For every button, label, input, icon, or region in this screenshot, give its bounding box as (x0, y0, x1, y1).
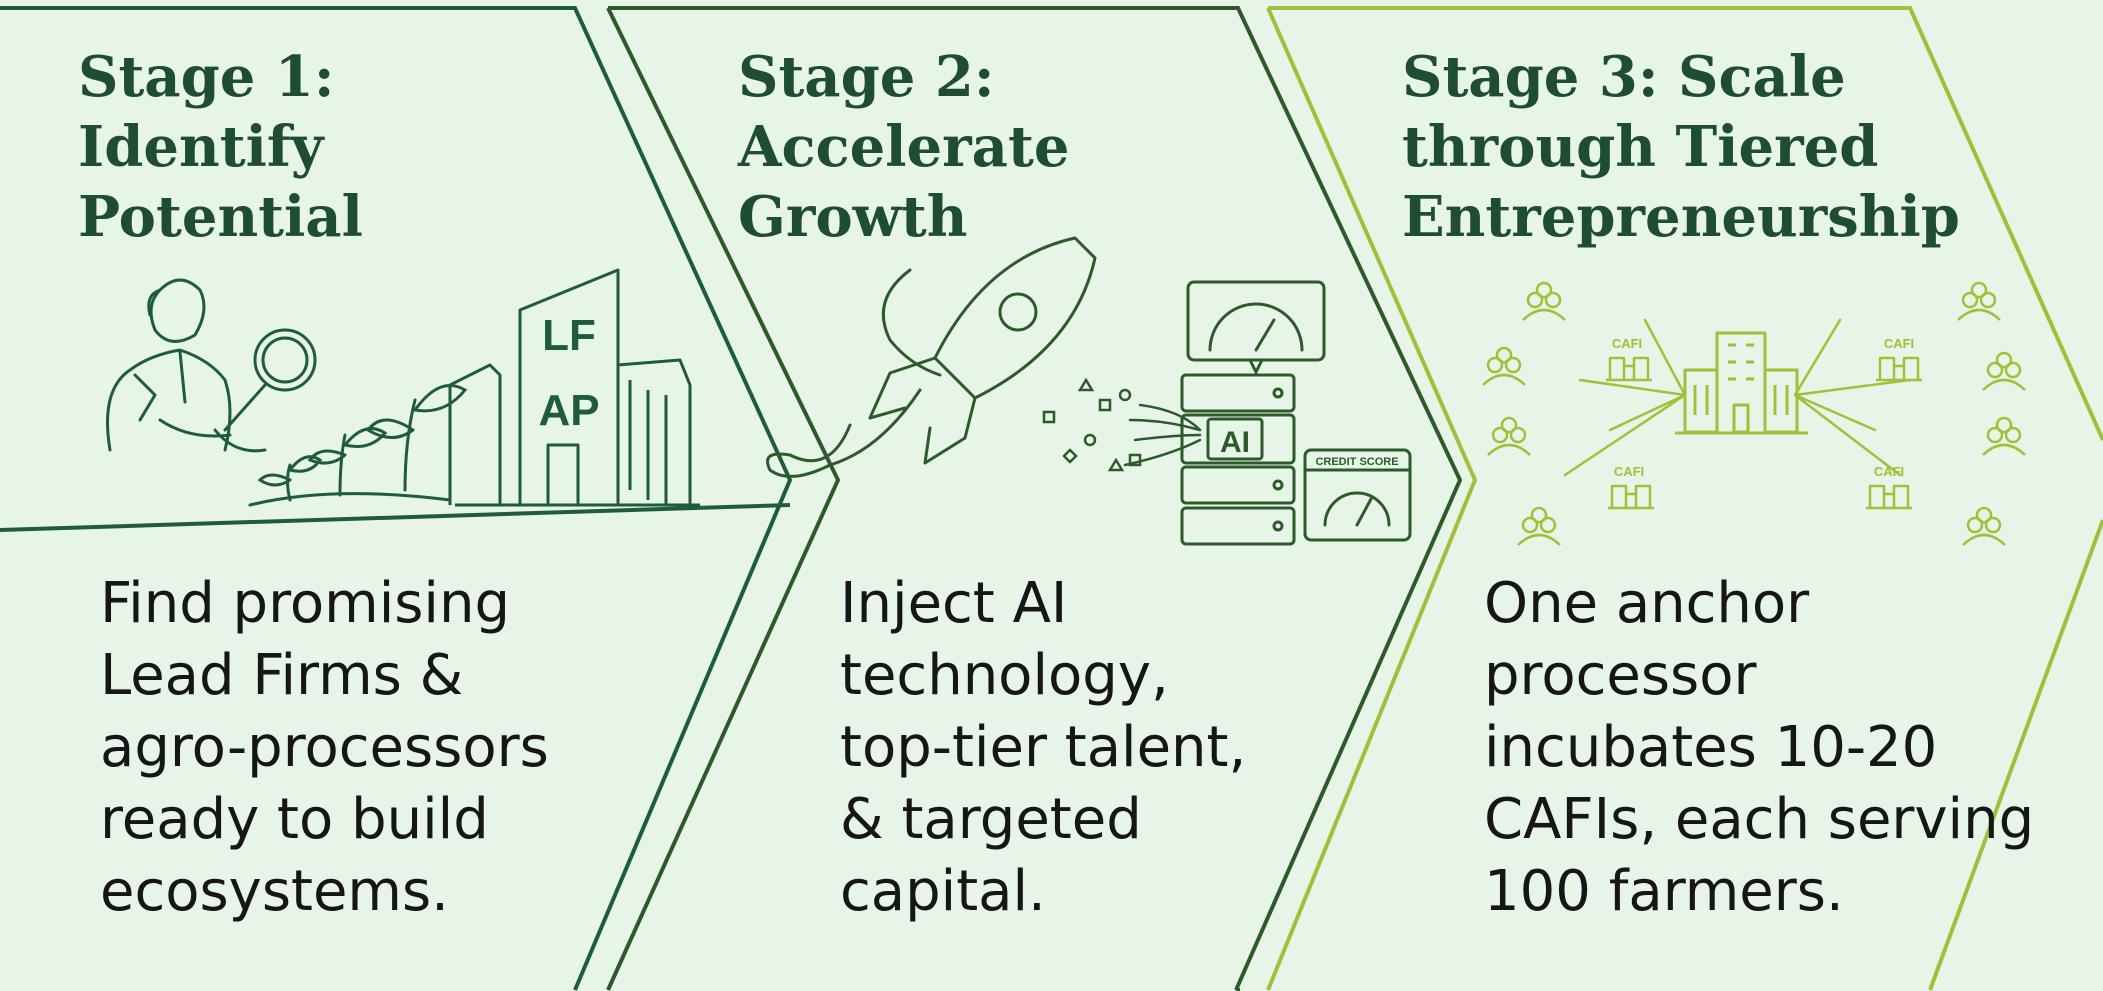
lead-firm-building-icon: LF AP (448, 268, 700, 507)
stage3-title-line: Stage 3: Scale (1402, 44, 1846, 110)
stage3-title-line: through Tiered (1402, 114, 1879, 180)
stage2-description: Inject AI technology, top-tier talent, &… (840, 568, 1246, 928)
stage3-description: One anchor processor incubates 10-20 CAF… (1484, 568, 2034, 928)
researcher-magnifier-icon (106, 278, 317, 453)
stage3-desc-line: One anchor (1484, 571, 1810, 636)
svg-text:CAFI: CAFI (1874, 464, 1904, 479)
stage2-title-line: Accelerate (738, 114, 1070, 180)
stage3-desc-line: 100 farmers. (1484, 859, 1844, 924)
gauge-icon (1186, 280, 1326, 376)
cafi-hub-icon: CAFI CAFI CAFI CAFI (1606, 336, 1922, 510)
svg-text:CAFI: CAFI (1612, 336, 1642, 351)
stage2-desc-line: Inject AI (840, 571, 1068, 636)
stage3-desc-line: processor (1484, 643, 1757, 708)
svg-text:CAFI: CAFI (1884, 336, 1914, 351)
stage2-desc-line: & targeted (840, 787, 1142, 852)
rocket-icon (766, 236, 1097, 478)
svg-text:LF: LF (542, 311, 596, 360)
stage2-desc-line: capital. (840, 859, 1046, 924)
ai-server-icon: AI (1180, 373, 1296, 546)
credit-score-meter-icon: CREDIT SCORE (1303, 448, 1412, 542)
stage1-divider (0, 503, 791, 532)
stage1-title-line: Identify (78, 114, 324, 180)
stage1-desc-line: ready to build (100, 787, 489, 852)
svg-text:AI: AI (1220, 426, 1250, 459)
stage2-title-line: Stage 2: (738, 44, 995, 110)
stage1-desc-line: Find promising (100, 571, 511, 636)
stage3-desc-line: CAFIs, each serving (1484, 787, 2035, 852)
stage2-desc-line: technology, (840, 643, 1169, 708)
svg-text:CAFI: CAFI (1614, 464, 1644, 479)
stage2-title-line: Growth (738, 184, 968, 250)
farmer-group-icon (1482, 281, 2026, 546)
stage1-title: Stage 1: Identify Potential (78, 42, 363, 252)
stage3-network (1563, 318, 1912, 477)
stage1-desc-line: ecosystems. (100, 859, 449, 924)
stage1-chevron (0, 6, 793, 991)
stage1-title-line: Stage 1: (78, 44, 335, 110)
stage1-desc-line: Lead Firms & (100, 643, 464, 708)
stage2-desc-line: top-tier talent, (840, 715, 1247, 780)
seedlings-icon (248, 384, 468, 507)
data-flow-icon (1042, 377, 1202, 472)
stage1-description: Find promising Lead Firms & agro-process… (100, 568, 549, 928)
stage2-title: Stage 2: Accelerate Growth (738, 42, 1069, 252)
stage1-desc-line: agro-processors (100, 715, 549, 780)
stage3-chevron (1266, 6, 2103, 991)
stage1-title-line: Potential (78, 184, 363, 250)
stage2-chevron (606, 6, 1463, 991)
svg-text:CREDIT SCORE: CREDIT SCORE (1315, 456, 1398, 468)
stage3-title-line: Entrepreneurship (1402, 184, 1960, 250)
anchor-processor-building-icon (1675, 331, 1808, 435)
stage3-title: Stage 3: Scale through Tiered Entreprene… (1402, 42, 1960, 252)
stage3-desc-line: incubates 10-20 (1484, 715, 1938, 780)
svg-text:AP: AP (538, 386, 599, 435)
